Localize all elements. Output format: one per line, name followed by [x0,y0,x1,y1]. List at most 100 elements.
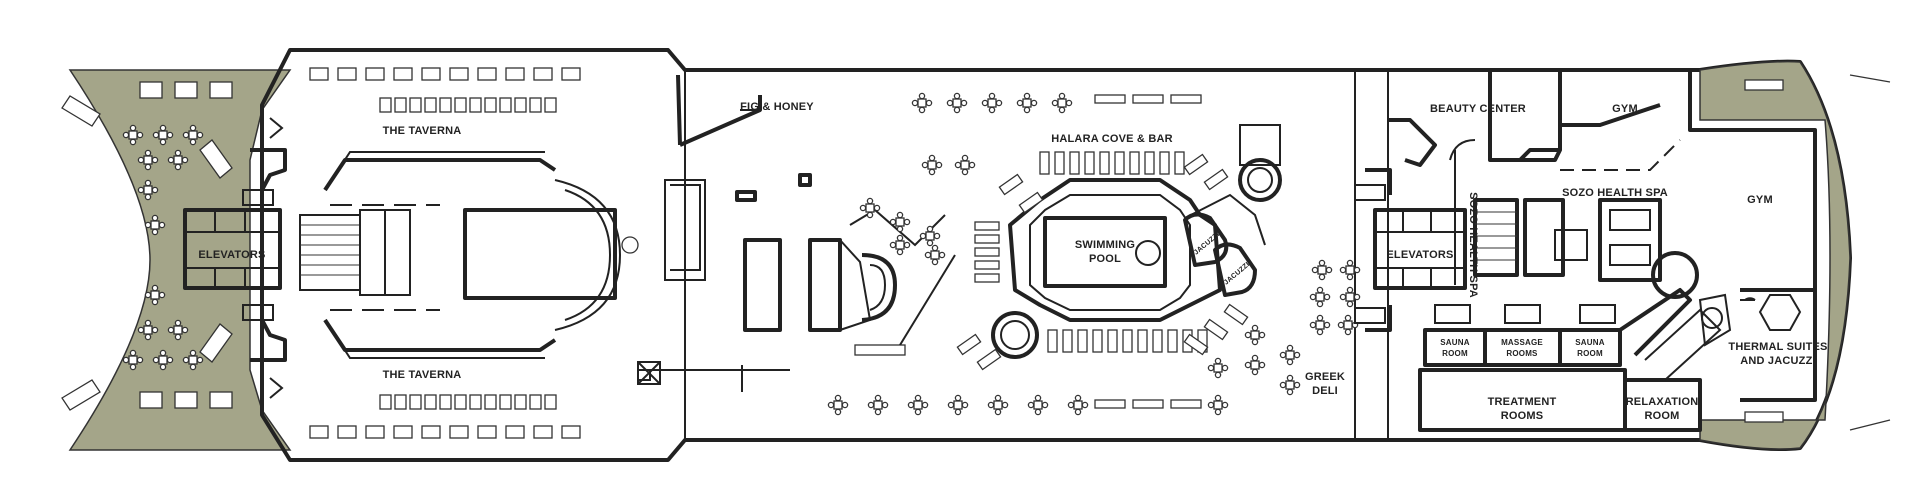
lounger-icon [1069,151,1080,175]
table-icon [167,319,189,341]
table-top [173,325,183,335]
chair [928,168,936,176]
chair [1214,371,1222,379]
table-icon [1207,394,1229,416]
table-icon [174,391,198,409]
chair [1214,408,1222,416]
table-icon [987,394,1009,416]
table-icon [449,425,469,439]
chair [859,204,867,212]
lounger-icon [1174,151,1185,175]
table-icon [533,67,553,81]
table-icon [439,97,452,113]
chair [144,193,152,201]
room-label-treatment-line2: ROOMS [1501,410,1544,422]
lounger-icon [974,273,1000,283]
table-icon [209,391,233,409]
chair [1323,293,1331,301]
chair [137,186,145,194]
chair [1286,374,1294,382]
table-top [895,240,905,250]
lounger-icon [1018,191,1044,214]
table-top [150,290,160,300]
chair [1309,321,1317,329]
chair [1316,314,1324,322]
table-icon [1337,314,1359,336]
chair [1251,338,1259,346]
table-icon [919,225,941,247]
table-icon [139,391,163,409]
chair [1344,314,1352,322]
chair [988,92,996,100]
table-top [143,325,153,335]
lounger-icon [1122,329,1133,353]
chair [1353,266,1361,274]
table-icon [827,394,849,416]
chair [911,99,919,107]
chair [1041,401,1049,409]
table-top [1022,98,1032,108]
table-icon [514,97,527,113]
table-top [1317,265,1327,275]
chair [1244,331,1252,339]
table-icon [505,425,525,439]
lounger-icon [1203,168,1229,191]
table-icon [424,97,437,113]
table-icon [454,97,467,113]
lounger-icon [976,348,1002,371]
chair [921,161,929,169]
table-icon [981,92,1003,114]
table-icon [144,284,166,306]
chair [1258,361,1266,369]
chair [1316,300,1324,308]
pool-label-line2: POOL [1089,253,1121,265]
chair [151,298,159,306]
chair [961,168,969,176]
jacuzzi-icon [1701,307,1723,329]
chair [931,258,939,266]
table-icon [421,67,441,81]
lounger-icon [1159,151,1170,175]
lounger-icon [998,173,1024,196]
chair [189,138,197,146]
lounger-icon [1114,151,1125,175]
table-top [1345,265,1355,275]
chair [1251,324,1259,332]
room-label-thermal-line1: THERMAL SUITES [1728,341,1827,353]
table-icon [137,149,159,171]
chair [995,99,1003,107]
table-icon [946,92,968,114]
chair [925,99,933,107]
table-icon [152,349,174,371]
chair [151,186,159,194]
table-top [895,217,905,227]
chair [1221,364,1229,372]
chair [174,319,182,327]
chair [1214,357,1222,365]
chair [946,99,954,107]
table-icon [393,425,413,439]
table-icon [409,97,422,113]
room-label-sauna-1-line1: SAUNA [1440,338,1469,347]
chair [889,218,897,226]
table-top [1057,98,1067,108]
table-icon [449,67,469,81]
chair [1023,106,1031,114]
chair [928,154,936,162]
chair [921,401,929,409]
chair [896,248,904,256]
chair [1074,408,1082,416]
chair [129,363,137,371]
table-icon [209,81,233,99]
chair [933,232,941,240]
chair [896,211,904,219]
table-top [188,355,198,365]
table-icon [1027,394,1049,416]
lounger-icon [1099,151,1110,175]
lounger-icon [1039,151,1050,175]
lounger-icon [1152,329,1163,353]
table-icon [1244,324,1266,346]
chair [924,251,932,259]
table-icon [122,349,144,371]
